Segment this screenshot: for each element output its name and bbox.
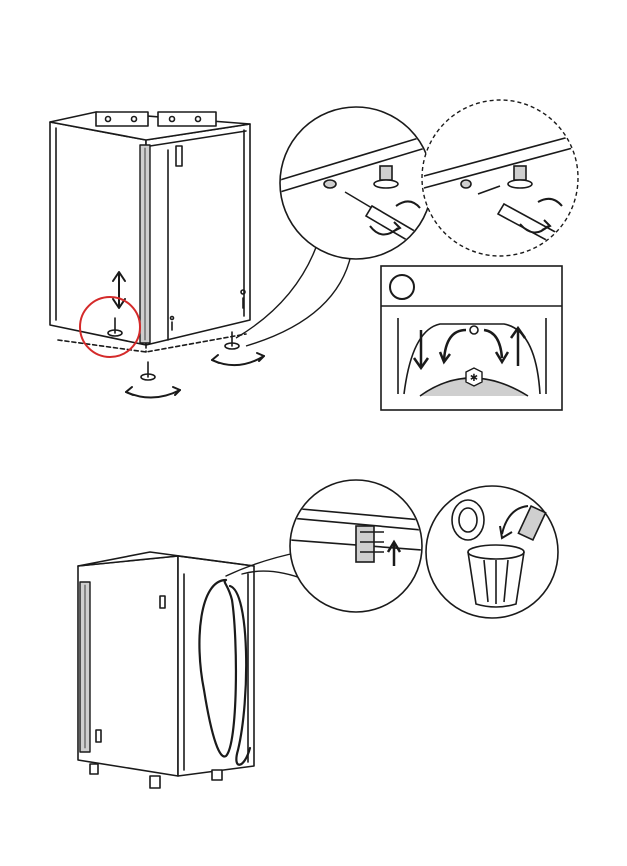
discard-magnifier — [425, 485, 559, 619]
hose — [198, 578, 252, 766]
info-panel: ✱ — [380, 265, 563, 411]
svg-text:✱: ✱ — [470, 373, 478, 384]
dishwasher-body — [49, 111, 251, 353]
up-down-arrow-icon — [112, 271, 126, 309]
detail-magnifier — [289, 479, 423, 613]
adjustable-foot — [107, 317, 240, 381]
highlight-circle — [79, 296, 141, 358]
cap-icon — [451, 499, 485, 541]
detail-magnifier — [421, 99, 579, 257]
info-icon — [389, 274, 415, 300]
trash-can-icon — [467, 544, 525, 608]
